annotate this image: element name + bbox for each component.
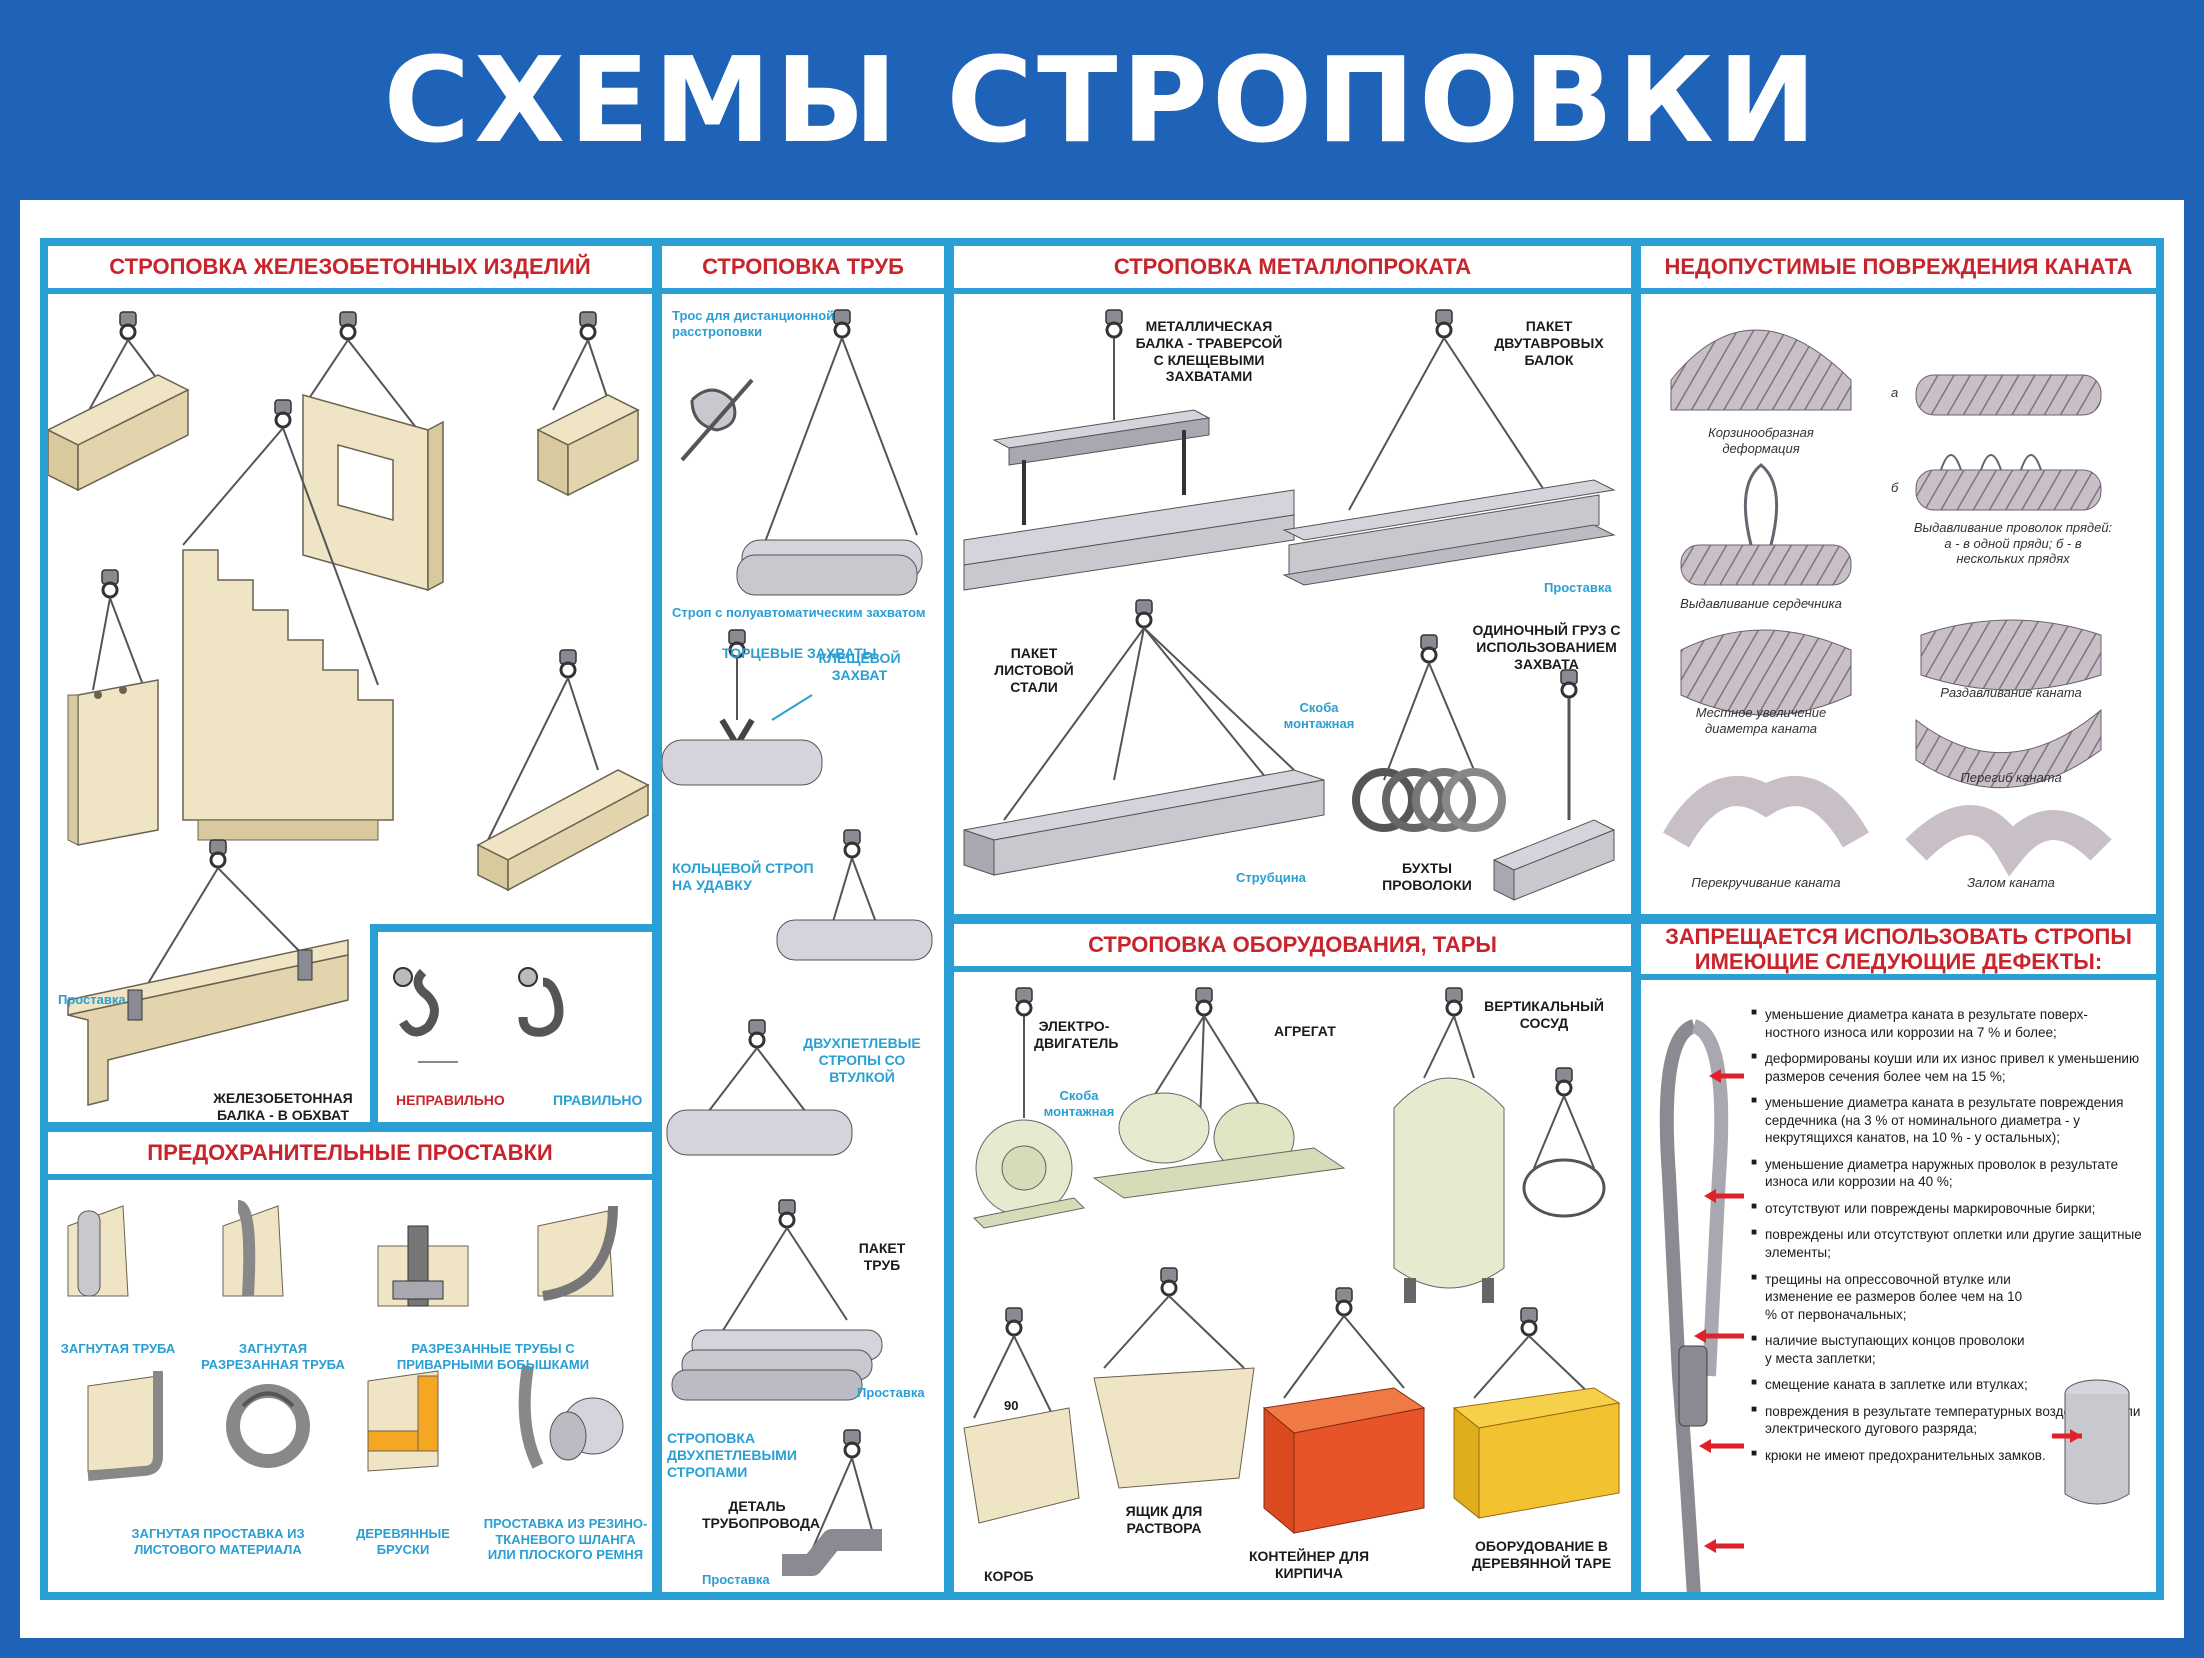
pipes-double-loop-label: ДВУХПЕТЛЕВЫЕ СТРОПЫ СО ВТУЛКОЙ [803, 1035, 921, 1085]
defect-item: повреждены или отсутствуют оплетки или д… [1751, 1226, 2142, 1261]
pipes-ring-sling-label: КОЛЬЦЕВОЙ СТРОП НА УДАВКУ [672, 860, 814, 893]
equipment-unit-label: АГРЕГАТ [1274, 1023, 1336, 1039]
panel-concrete-title: СТРОПОВКА ЖЕЛЕЗОБЕТОННЫХ ИЗДЕЛИЙ [48, 246, 652, 294]
sleeve-illustration [2052, 1379, 2130, 1505]
rope-damage-item-1: Корзинообразная деформация [1708, 425, 1814, 456]
panel-spacers: ПРЕДОХРАНИТЕЛЬНЫЕ ПРОСТАВКИ ЗАГНУТАЯ [40, 1124, 660, 1600]
pipes-illustrations [662, 308, 933, 1576]
spacers-illustrations [67, 1200, 624, 1481]
rope-damage-item-3: Выдавливание сердечника [1680, 596, 1842, 611]
panel-spacers-body: ЗАГНУТАЯ ТРУБА ЗАГНУТАЯ РАЗРЕЗАННАЯ ТРУБ… [48, 1186, 652, 1592]
pipes-remote-cable-label: Трос для дистанционной расстроповки [672, 308, 835, 339]
pipes-spacer2-label: Проставка [702, 1572, 770, 1587]
panel-pipes: СТРОПОВКА ТРУБ [654, 238, 952, 1600]
pipes-double-loop-slinging-label: СТРОПОВКА ДВУХПЕТЛЕВЫМИ СТРОПАМИ [667, 1430, 797, 1480]
spacer-item-6: ПРОСТАВКА ИЗ РЕЗИНО-ТКАНЕВОГО ШЛАНГА ИЛИ… [483, 1516, 648, 1563]
concrete-illustrations [48, 310, 650, 1106]
defect-item: уменьшение диаметра каната в результате … [1751, 1094, 2142, 1147]
spacer-item-4: ЗАГНУТАЯ ПРОСТАВКА ИЗ ЛИСТОВОГО МАТЕРИАЛ… [131, 1526, 305, 1557]
hook-wrong-label: НЕПРАВИЛЬНО [396, 1092, 505, 1108]
rope-mark-b: б [1891, 480, 1899, 495]
panel-metal-body: МЕТАЛЛИЧЕСКАЯ БАЛКА - ТРАВЕРСОЙ С КЛЕЩЕВ… [954, 300, 1631, 914]
equipment-shackle-label: Скоба монтажная [1043, 1088, 1115, 1119]
panel-metal-title: СТРОПОВКА МЕТАЛЛОПРОКАТА [954, 246, 1631, 294]
concrete-beam-label: ЖЕЛЕЗОБЕТОННАЯ БАЛКА - В ОБХВАТ [213, 1090, 353, 1122]
concrete-spacer-label: Проставка [58, 992, 126, 1007]
spacer-item-2: ЗАГНУТАЯ РАЗРЕЗАННАЯ ТРУБА [201, 1341, 345, 1372]
defect-item: отсутствуют или повреждены маркировочные… [1751, 1200, 2142, 1218]
panel-rope-damage-body: Корзинообразная деформация а б Выдавлива… [1641, 300, 2156, 914]
metal-illustrations [963, 308, 1616, 901]
defect-item: крюки не имеют предохранительных замков. [1751, 1447, 2142, 1465]
equipment-wooden-label: ОБОРУДОВАНИЕ В ДЕРЕВЯННОЙ ТАРЕ [1471, 1538, 1612, 1571]
rope-damage-item-7: Перекручивание каната [1691, 875, 1841, 890]
defect-item: смещение каната в заплетке или втулках; [1751, 1376, 2142, 1394]
equipment-motor-label: ЭЛЕКТРО-ДВИГАТЕЛЬ [1034, 1018, 1119, 1051]
defect-item: повреждения в результате температурных в… [1751, 1403, 2142, 1438]
pipes-pipe-pack-label: ПАКЕТ ТРУБ [858, 1240, 906, 1273]
panel-rope-damage: НЕДОПУСТИМЫЕ ПОВРЕЖДЕНИЯ КАНАТА Корзиноо… [1633, 238, 2164, 922]
panel-concrete-body: Проставка ЖЕЛЕЗОБЕТОННАЯ БАЛКА - В ОБХВА… [48, 300, 652, 1122]
spacer-item-1: ЗАГНУТАЯ ТРУБА [60, 1341, 176, 1356]
pipes-pipeline-part-label: ДЕТАЛЬ ТРУБОПРОВОДА [702, 1498, 821, 1531]
panel-equipment-body: ЭЛЕКТРО-ДВИГАТЕЛЬ Скоба монтажная АГРЕГА… [954, 978, 1631, 1592]
sling-illustration [1659, 1019, 1744, 1592]
rope-mark-a: а [1891, 385, 1899, 400]
metal-single-load-label: ОДИНОЧНЫЙ ГРУЗ С ИСПОЛЬЗОВАНИЕМ ЗАХВАТА [1472, 622, 1621, 672]
equipment-illustrations [963, 986, 1621, 1535]
hook-right-label: ПРАВИЛЬНО [553, 1092, 643, 1108]
metal-traverse-label: МЕТАЛЛИЧЕСКАЯ БАЛКА - ТРАВЕРСОЙ С КЛЕЩЕВ… [1135, 318, 1283, 385]
metal-coils-label: БУХТЫ ПРОВОЛОКИ [1382, 860, 1472, 893]
spacer-item-5: ДЕРЕВЯННЫЕ БРУСКИ [356, 1526, 450, 1557]
equipment-vessel-label: ВЕРТИКАЛЬНЫЙ СОСУД [1484, 998, 1604, 1031]
panel-pipes-body: Трос для дистанционной расстроповки Стро… [662, 300, 944, 1592]
pipes-tong-grip-label: КЛЕЩЕВОЙ ЗАХВАТ [818, 650, 901, 683]
panel-forbidden: ЗАПРЕЩАЕТСЯ ИСПОЛЬЗОВАТЬ СТРОПЫ ИМЕЮЩИЕ … [1633, 916, 2164, 1600]
rope-damage-illustrations [1662, 329, 2112, 877]
panel-forbidden-title: ЗАПРЕЩАЕТСЯ ИСПОЛЬЗОВАТЬ СТРОПЫ ИМЕЮЩИЕ … [1641, 924, 2156, 980]
page-title: СХЕМЫ СТРОПОВКИ [383, 31, 1821, 169]
panel-hooks: НЕПРАВИЛЬНО ПРАВИЛЬНО [370, 924, 660, 1130]
equipment-brick-label: КОНТЕЙНЕР ДЛЯ КИРПИЧА [1248, 1548, 1370, 1581]
rope-damage-item-8: Залом каната [1967, 875, 2055, 890]
spacer-item-3: РАЗРЕЗАННЫЕ ТРУБЫ С ПРИВАРНЫМИ БОБЫШКАМИ [396, 1341, 590, 1372]
panel-rope-damage-title: НЕДОПУСТИМЫЕ ПОВРЕЖДЕНИЯ КАНАТА [1641, 246, 2156, 294]
rope-damage-item-4: Раздавливание каната [1940, 685, 2082, 700]
defect-item: трещины на опрессовочной втулке или изме… [1751, 1271, 2142, 1324]
equipment-mortar-label: ЯЩИК ДЛЯ РАСТВОРА [1125, 1503, 1203, 1536]
header-banner: СХЕМЫ СТРОПОВКИ [0, 0, 2204, 200]
metal-sheet-steel-label: ПАКЕТ ЛИСТОВОЙ СТАЛИ [994, 645, 1074, 695]
defect-item: уменьшение диаметра наружных проволок в … [1751, 1156, 2142, 1191]
pipes-sling-auto-label: Строп с полуавтоматическим захватом [672, 605, 926, 620]
panel-spacers-title: ПРЕДОХРАНИТЕЛЬНЫЕ ПРОСТАВКИ [48, 1132, 652, 1180]
defect-item: наличие выступающих концов проволоки у м… [1751, 1332, 2142, 1367]
defect-item: деформированы коуши или их износ привел … [1751, 1050, 2142, 1085]
equipment-angle-label: 90 [1004, 1398, 1019, 1413]
metal-shackle-label: Скоба монтажная [1283, 700, 1355, 731]
panel-equipment: СТРОПОВКА ОБОРУДОВАНИЯ, ТАРЫ [946, 916, 1639, 1600]
pipes-spacer-label: Проставка [857, 1385, 925, 1400]
defects-list: уменьшение диаметра каната в результате … [1751, 1006, 2142, 1473]
metal-spacer-label: Проставка [1544, 580, 1612, 595]
hook-comparison-illustration [393, 967, 564, 1063]
defect-item: уменьшение диаметра каната в результате … [1751, 1006, 2142, 1041]
equipment-box-label: КОРОБ [984, 1568, 1034, 1584]
panel-pipes-title: СТРОПОВКА ТРУБ [662, 246, 944, 294]
rope-damage-item-5: Местное увеличение диаметра каната [1695, 705, 1827, 736]
pipes-end-grips-label: ТОРЦЕВЫЕ ЗАХВАТЫ [722, 645, 877, 661]
rope-damage-item-6: Перегиб каната [1960, 770, 2062, 785]
panel-equipment-title: СТРОПОВКА ОБОРУДОВАНИЯ, ТАРЫ [954, 924, 1631, 972]
rope-damage-item-2: Выдавливание проволок прядей: а - в одно… [1913, 520, 2113, 567]
panel-forbidden-body: уменьшение диаметра каната в результате … [1641, 986, 2156, 1592]
metal-clamp-label: Струбцина [1236, 870, 1306, 885]
metal-ibeams-label: ПАКЕТ ДВУТАВРОВЫХ БАЛОК [1494, 318, 1604, 368]
panel-metal: СТРОПОВКА МЕТАЛЛОПРОКАТА [946, 238, 1639, 922]
